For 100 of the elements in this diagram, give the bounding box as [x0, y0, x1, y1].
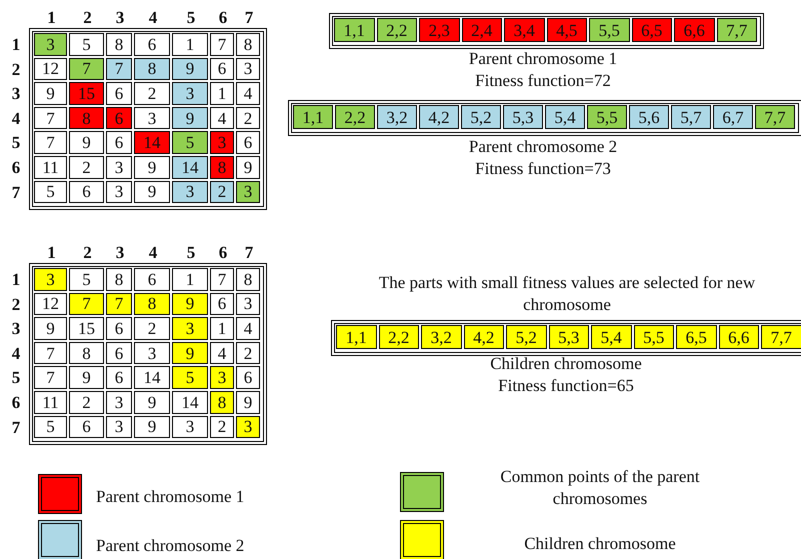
caption: Fitness function=72 [474, 70, 612, 92]
matrix-cell: 3 [106, 416, 132, 438]
legend-label: Parent chromosome 1 [96, 486, 246, 508]
gene-cell: 5,4 [591, 325, 632, 349]
row-number: 5 [10, 133, 22, 154]
matrix-cell: 4 [210, 342, 234, 364]
caption: Fitness function=73 [474, 158, 612, 180]
matrix-cell: 9 [134, 180, 170, 204]
gene-cell: 3,4 [504, 18, 544, 42]
matrix-cell: 6 [134, 33, 170, 56]
note-text: The parts with small fitness values are selected for new chromosome [378, 272, 756, 316]
matrix-cell: 3 [210, 131, 234, 154]
matrix-cell: 6 [69, 416, 104, 438]
row-number: 3 [10, 84, 22, 104]
matrix-cell: 14 [172, 156, 208, 179]
matrix-cell: 9 [172, 106, 208, 130]
matrix-cell: 6 [236, 366, 260, 389]
matrix-cell: 2 [69, 391, 104, 414]
matrix-cell: 5 [69, 33, 104, 56]
matrix-cell: 9 [34, 317, 67, 340]
gene-cell: 1,1 [293, 105, 333, 129]
matrix-cell: 7 [210, 33, 234, 56]
matrix-cell: 4 [236, 82, 260, 105]
matrix-cell: 8 [69, 342, 104, 364]
matrix-cell: 4 [236, 317, 260, 340]
matrix-cell: 2 [69, 156, 104, 179]
matrix-cell: 6 [106, 131, 132, 154]
matrix-cell: 6 [106, 366, 132, 389]
gene-cell: 5,6 [629, 105, 669, 129]
matrix-cell: 14 [134, 131, 170, 154]
matrix-cell: 9 [134, 156, 170, 179]
matrix-cell: 9 [172, 58, 208, 80]
caption: Parent chromosome 1 [468, 48, 618, 70]
gene-cell: 4,2 [464, 325, 504, 349]
gene-cell: 7,7 [755, 105, 795, 129]
matrix-cell: 3 [106, 156, 132, 179]
matrix-cell: 8 [134, 58, 170, 80]
matrix-cell: 3 [172, 82, 208, 105]
row-number: 6 [10, 158, 22, 178]
matrix-cell: 5 [69, 268, 104, 291]
matrix-cell: 9 [134, 391, 170, 414]
matrix-cell: 5 [34, 416, 67, 438]
gene-cell: 5,5 [587, 105, 627, 129]
matrix-cell: 5 [172, 366, 208, 389]
column-number: 1 [46, 8, 57, 28]
row-number: 2 [10, 294, 22, 315]
matrix-cell: 7 [34, 131, 67, 154]
gene-cell: 6,5 [676, 325, 716, 349]
matrix-cell: 3 [172, 317, 208, 340]
column-number: 3 [114, 243, 126, 263]
matrix-cell: 3 [236, 58, 260, 80]
matrix-cell: 9 [172, 292, 208, 316]
column-number: 7 [244, 243, 254, 263]
row-number: 6 [10, 393, 22, 413]
matrix-cell: 3 [106, 391, 132, 414]
gene-cell: 5,3 [503, 105, 543, 129]
matrix-cell: 8 [236, 268, 260, 291]
gene-cell: 3,2 [421, 325, 462, 349]
gene-cell: 2,4 [462, 18, 502, 42]
matrix-cell: 8 [210, 391, 234, 414]
gene-cell: 2,2 [378, 325, 419, 349]
matrix-cell: 6 [106, 317, 132, 340]
row-number: 1 [10, 270, 22, 290]
matrix-cell: 6 [134, 268, 170, 291]
matrix-cell: 6 [106, 82, 132, 105]
column-number: 4 [148, 8, 158, 28]
matrix-cell: 3 [172, 180, 208, 204]
matrix-cell: 3 [34, 33, 67, 56]
column-number: 6 [218, 243, 228, 263]
column-number: 2 [82, 243, 93, 263]
matrix-cell: 3 [236, 416, 260, 438]
gene-cell: 6,7 [713, 105, 753, 129]
matrix-cell: 9 [172, 342, 208, 364]
matrix-cell: 2 [236, 342, 260, 364]
column-number: 1 [46, 243, 57, 263]
matrix-cell: 8 [106, 33, 132, 56]
matrix-cell: 1 [172, 268, 208, 291]
matrix-cell: 9 [69, 131, 104, 154]
matrix-cell: 7 [34, 342, 67, 364]
matrix-cell: 8 [210, 156, 234, 179]
matrix-cell: 11 [34, 156, 67, 179]
row-number: 2 [10, 60, 22, 80]
matrix-cell: 3 [106, 180, 132, 204]
gene-cell: 5,5 [634, 325, 674, 349]
gene-cell: 4,2 [419, 105, 459, 129]
row-number: 5 [10, 368, 22, 388]
gene-cell: 7,7 [716, 18, 757, 42]
matrix-cell: 9 [34, 82, 67, 105]
row-number: 1 [10, 35, 22, 55]
column-number: 5 [186, 8, 196, 28]
legend-label: Children chromosome [523, 533, 677, 555]
column-number: 5 [186, 243, 196, 263]
row-number: 4 [10, 344, 22, 364]
matrix-cell: 3 [134, 342, 170, 364]
gene-cell: 5,3 [548, 325, 589, 349]
legend-label: Parent chromosome 2 [96, 535, 246, 557]
matrix-cell: 8 [106, 268, 132, 291]
column-number: 6 [218, 8, 228, 28]
matrix-cell: 7 [106, 58, 132, 80]
matrix-cell: 2 [134, 317, 170, 340]
